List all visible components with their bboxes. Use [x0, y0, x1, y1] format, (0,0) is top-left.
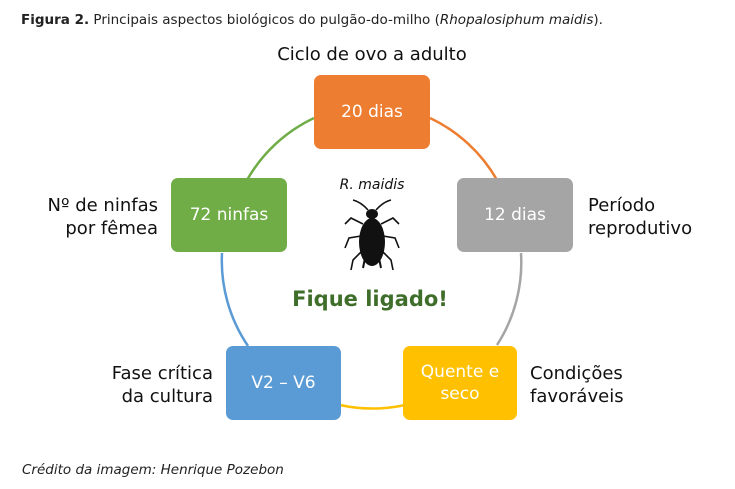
caption-close: ). — [593, 12, 603, 28]
node-fase-box: V2 – V6 — [226, 346, 341, 420]
node-condicoes-value: Quente e seco — [420, 362, 500, 404]
caption-species: Rhopalosiphum maidis — [439, 12, 594, 28]
slogan: Fique ligado! — [292, 287, 448, 311]
arc-periodo-condicoes — [495, 252, 523, 346]
figure-caption: Figura 2. Principais aspectos biológicos… — [21, 12, 603, 28]
label-ninfas: Nº de ninfas por fêmea — [47, 195, 158, 239]
node-periodo-box: 12 dias — [457, 178, 573, 252]
arc-ciclo-periodo — [429, 116, 499, 181]
aphid-icon — [344, 199, 400, 271]
arc-fase-ninfas — [220, 252, 250, 347]
caption-text: Principais aspectos biológicos do pulgão… — [93, 12, 440, 28]
label-fase: Fase crítica da cultura — [111, 363, 213, 407]
node-ciclo-value: 20 dias — [341, 102, 403, 122]
label-periodo: Período reprodutivo — [588, 195, 693, 239]
label-condicoes: Condições favoráveis — [530, 363, 624, 407]
arc-condicoes-fase — [339, 403, 406, 410]
node-ninfas-box: 72 ninfas — [171, 178, 287, 252]
image-credit: Crédito da imagem: Henrique Pozebon — [22, 462, 284, 478]
node-periodo-value: 12 dias — [484, 205, 546, 225]
node-condicoes-box: Quente e seco — [403, 346, 517, 420]
arc-ninfas-ciclo — [245, 116, 315, 181]
figure-label: Figura 2. — [21, 12, 90, 28]
node-fase-value: V2 – V6 — [251, 373, 316, 393]
node-ninfas-value: 72 ninfas — [189, 205, 269, 225]
center-species: R. maidis — [339, 177, 405, 193]
label-ciclo: Ciclo de ovo a adulto — [277, 44, 467, 65]
node-ciclo-box: 20 dias — [314, 75, 430, 149]
